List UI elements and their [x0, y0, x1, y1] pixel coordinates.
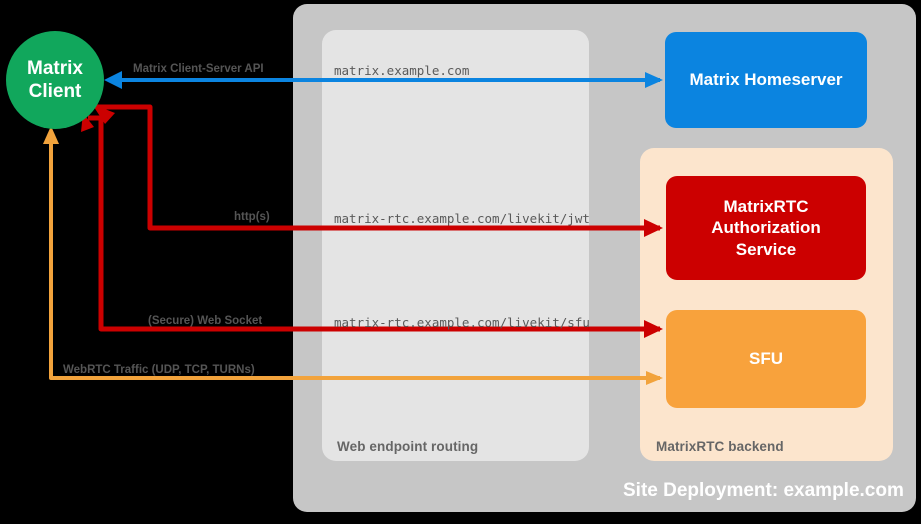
edge-label-client-server-api: Matrix Client-Server API [133, 63, 264, 75]
endpoint-url-livekit-sfu: matrix-rtc.example.com/livekit/sfu [334, 315, 590, 330]
matrix-client-label-line2: Client [28, 81, 82, 102]
node-matrix-homeserver[interactable]: Matrix Homeserver [665, 32, 867, 128]
auth-service-label: MatrixRTC Authorization Service [711, 196, 821, 260]
web-endpoint-routing-container [322, 30, 589, 461]
node-sfu[interactable]: SFU [666, 310, 866, 408]
node-matrix-client[interactable]: Matrix Client [6, 31, 104, 129]
edge-label-http-jwt: http(s) [234, 211, 270, 223]
site-deployment-label: Site Deployment: example.com [623, 480, 904, 501]
endpoint-url-livekit-jwt: matrix-rtc.example.com/livekit/jwt [334, 211, 590, 226]
matrix-client-label-line1: Matrix [27, 57, 83, 79]
auth-service-label-line1: MatrixRTC [723, 197, 809, 217]
web-endpoint-routing-label: Web endpoint routing [337, 439, 479, 454]
node-matrixrtc-authorization-service[interactable]: MatrixRTC Authorization Service [666, 176, 866, 280]
sfu-label: SFU [749, 349, 783, 369]
matrix-homeserver-label: Matrix Homeserver [689, 70, 843, 90]
endpoint-url-matrix: matrix.example.com [334, 63, 470, 78]
edge-label-secure-websocket: (Secure) Web Socket [148, 315, 263, 327]
edge-label-webrtc-traffic: WebRTC Traffic (UDP, TCP, TURNs) [63, 364, 255, 376]
matrixrtc-backend-label: MatrixRTC backend [656, 439, 784, 454]
auth-service-label-line3: Service [735, 239, 797, 259]
auth-service-label-line2: Authorization [711, 218, 821, 238]
